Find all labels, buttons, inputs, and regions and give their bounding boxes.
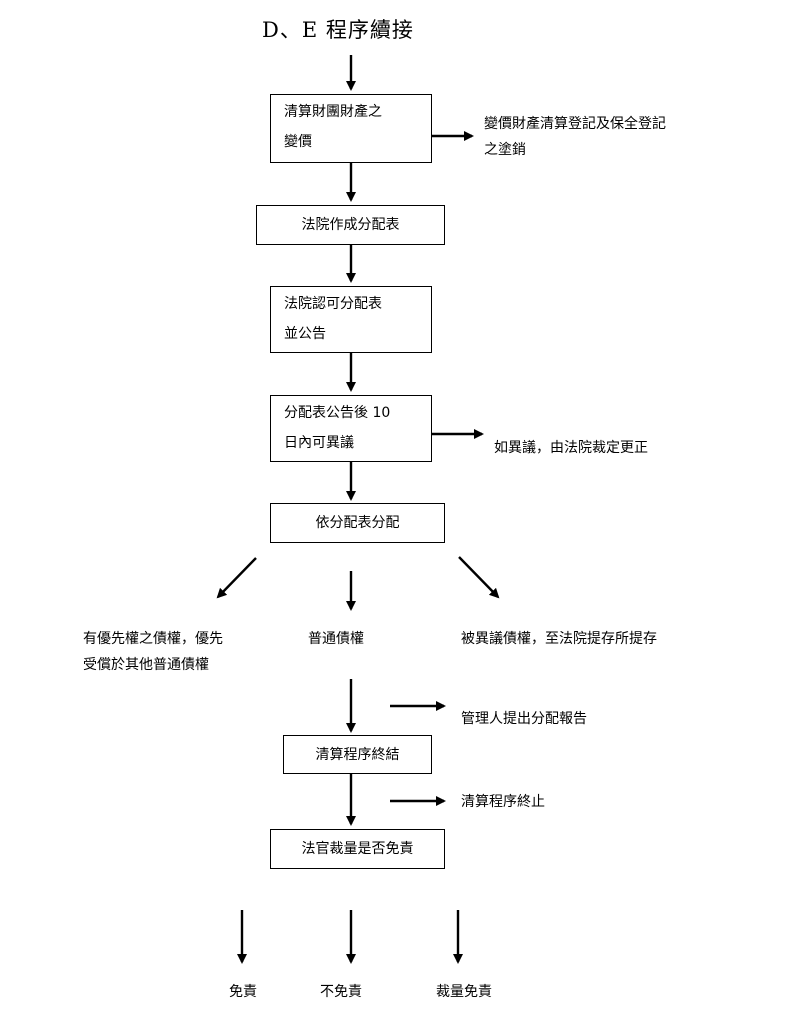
box-approve: 法院認可分配表 並公告 — [270, 286, 432, 353]
box-distribute-text: 依分配表分配 — [315, 515, 400, 531]
diagram-title: D、E 程序續接 — [262, 18, 414, 42]
box-distribute: 依分配表分配 — [270, 503, 445, 543]
label-end: 清算程序終止 — [461, 794, 545, 810]
box-liquidate-line-1: 清算財團財產之 — [284, 104, 382, 120]
label-registration: 變價財產清算登記及保全登記 之塗銷 — [484, 111, 666, 163]
label-branch-priority-line-2: 受償於其他普通債權 — [83, 657, 209, 673]
label-registration-line-1: 變價財產清算登記及保全登記 — [484, 116, 666, 132]
box-approve-line-1: 法院認可分配表 — [284, 296, 382, 312]
label-branch-priority-line-1: 有優先權之債權，優先 — [83, 631, 223, 647]
label-outcome-discretionary: 裁量免責 — [436, 984, 492, 1000]
box-approve-line-2: 並公告 — [284, 326, 326, 342]
box-objection-line-2: 日內可異議 — [284, 435, 354, 451]
box-liquidate-line-2: 變價 — [284, 134, 312, 150]
box-objection: 分配表公告後 10 日內可異議 — [270, 395, 432, 462]
box-terminate: 清算程序終結 — [283, 735, 432, 774]
box-discharge-text: 法官裁量是否免責 — [301, 841, 414, 857]
box-make-table: 法院作成分配表 — [256, 205, 445, 245]
box-terminate-text: 清算程序終結 — [315, 746, 400, 763]
label-report: 管理人提出分配報告 — [461, 711, 587, 727]
box-objection-line-1: 分配表公告後 10 — [284, 405, 391, 421]
label-branch-ordinary: 普通債權 — [308, 631, 364, 647]
box-liquidate: 清算財團財產之 變價 — [270, 94, 432, 163]
arrow-branch-disputed — [458, 556, 500, 599]
label-outcome-exempt: 免責 — [229, 984, 257, 1000]
label-branch-priority: 有優先權之債權，優先 受償於其他普通債權 — [83, 626, 223, 678]
label-branch-disputed: 被異議債權，至法院提存所提存 — [461, 631, 657, 647]
label-outcome-not-exempt: 不免責 — [320, 984, 362, 1000]
label-court-correction: 如異議，由法院裁定更正 — [494, 440, 648, 456]
arrow-branch-priority — [216, 557, 257, 599]
box-make-table-text: 法院作成分配表 — [301, 217, 400, 233]
box-discharge: 法官裁量是否免責 — [270, 829, 445, 869]
label-registration-line-2: 之塗銷 — [484, 142, 526, 158]
